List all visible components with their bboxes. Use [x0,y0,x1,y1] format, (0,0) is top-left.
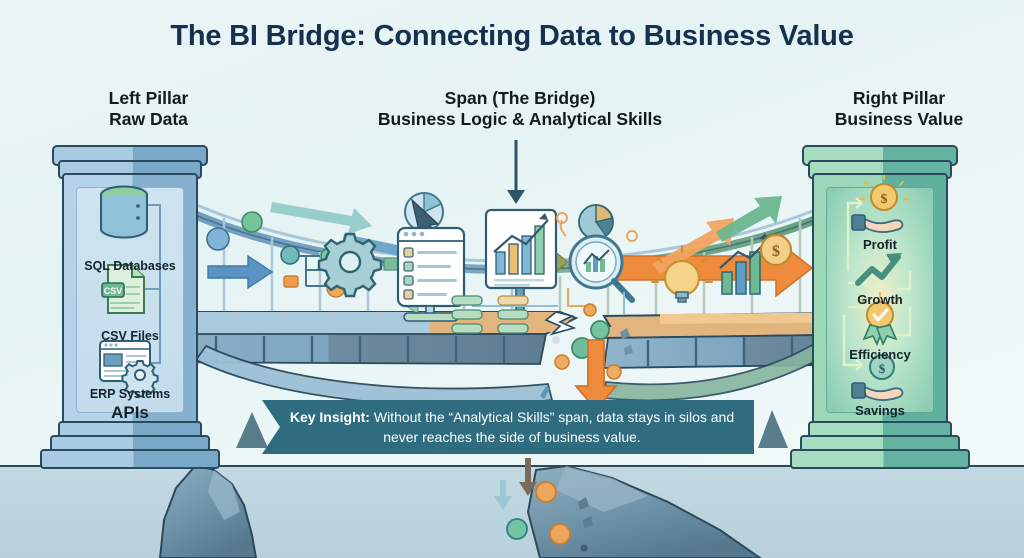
cliff-right [526,464,762,558]
flow-arrow-green-rise [716,196,782,242]
column-heading-span: Span (The Bridge) Business Logic & Analy… [330,88,710,131]
data-list-window-icon [396,226,466,322]
chasm-dots [506,481,593,552]
span-pointer-arrow [507,140,525,204]
page-title: The BI Bridge: Connecting Data to Busine… [170,20,854,52]
csv-file-icon: CSV [101,264,145,314]
right-item-label-0: Profit [863,237,897,252]
fall-arrow-dark [519,458,537,496]
pie-chart-icon [578,204,614,240]
fall-arrow-light [494,480,512,510]
right-item-label-2: Efficiency [849,347,911,362]
right-pillar-icons: $ [842,175,912,401]
hand-coin-icon: $ [851,175,909,233]
pie-chart-cursor-icon [404,192,444,236]
column-heading-right: Right Pillar Business Value [788,88,1010,131]
flow-arrow-orange-rise [652,218,734,274]
left-item-label-1: CSV Files [101,329,159,343]
under-arch-right [602,336,834,402]
key-insight-lead: Key Insight: [289,408,370,425]
column-heading-right-line1: Right Pillar [852,88,946,108]
dollar-coin-icon: $ [759,233,793,267]
right-pillar-base-3 [790,449,970,469]
hand-savings-icon: $ [851,354,904,401]
right-pillar: $ [790,145,970,470]
column-heading-left-line2: Raw Data [109,109,188,130]
erp-window-gear-icon [99,340,159,398]
right-item-label-3: Savings [855,403,905,418]
right-pillar-shaft: $ [812,173,948,427]
column-heading-right-line2: Business Value [834,109,964,130]
bar-chart-icon [719,233,769,295]
key-insight-banner: Key Insight: Without the “Analytical Ski… [262,400,754,454]
left-pillar-base-3 [40,449,220,469]
svg-text:$: $ [879,361,886,376]
key-insight-text: Key Insight: Without the “Analytical Ski… [262,407,754,448]
cliff-left [158,463,258,558]
left-pillar-shaft: CSV [62,173,198,427]
column-heading-left-line1: Left Pillar [108,88,189,108]
svg-text:CSV: CSV [104,286,123,296]
lightbulb-icon [651,245,713,303]
column-heading-span-line1: Span (The Bridge) [444,88,596,108]
cliff-far-left [236,412,268,448]
left-item-label-2: ERP Systems [89,387,171,401]
column-heading-left: Left Pillar Raw Data [46,88,251,131]
gear-icon [317,232,383,298]
award-check-icon [861,292,899,346]
growth-arrow-icon [855,253,902,286]
magnifier-chart-icon [568,234,635,303]
bar-chart-trend-icon [451,208,558,334]
under-arch-left [194,344,554,407]
column-heading-span-line2: Business Logic & Analytical Skills [377,109,663,130]
svg-text:$: $ [772,243,780,260]
database-icon [100,185,148,239]
left-item-label-3: APIs [111,403,149,422]
right-item-label-1: Growth [857,292,903,307]
flow-arrow-blue-1 [207,254,274,290]
left-pillar-icons: CSV [99,185,161,398]
left-item-label-0: SQL Databases [84,259,176,273]
data-dots [206,211,263,251]
left-pillar: CSV [40,145,220,470]
cliff-far-right [758,410,788,448]
svg-text:$: $ [881,192,888,207]
drop-arrow-orange [574,339,618,412]
key-insight-body: Without the “Analytical Skills” span, da… [369,408,735,445]
magnifier-connectors [556,212,638,314]
